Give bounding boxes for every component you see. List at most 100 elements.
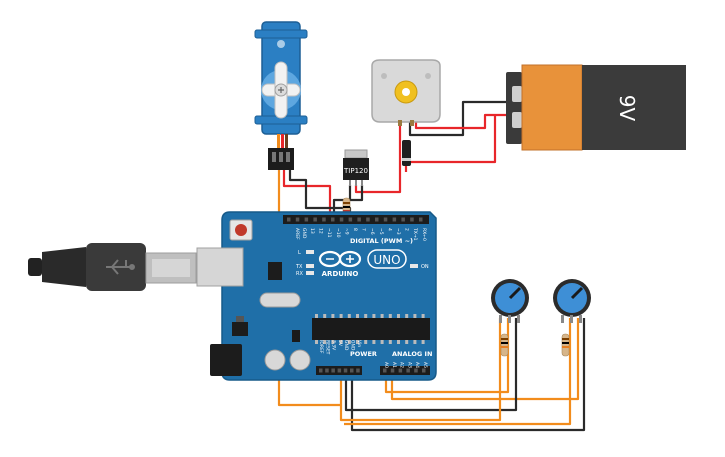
header-pin[interactable] xyxy=(383,368,387,373)
pin-label: 4 xyxy=(386,228,392,231)
pin-label: 3.3V xyxy=(331,340,337,351)
usb-cable[interactable] xyxy=(28,243,197,291)
capacitor-2 xyxy=(289,349,311,371)
header-pin[interactable] xyxy=(322,217,326,222)
header-pin[interactable] xyxy=(343,368,348,373)
header-pin[interactable] xyxy=(339,217,344,222)
on-led-label: ON xyxy=(421,264,429,270)
onboard-leds: L TX RX ON xyxy=(295,250,429,277)
header-pin[interactable] xyxy=(295,217,300,222)
resistor-pot2[interactable] xyxy=(561,333,570,357)
wire-pot1-gnd[interactable] xyxy=(344,318,518,412)
transistor-tip120[interactable]: TIP120 xyxy=(343,149,369,186)
header-pin[interactable] xyxy=(331,217,335,222)
header-pin[interactable] xyxy=(319,368,323,373)
wire-pot2-wiper[interactable] xyxy=(390,318,580,401)
pin-label: A4 xyxy=(414,362,420,368)
usb-icon xyxy=(106,259,135,275)
pin-label: 13 xyxy=(309,228,315,234)
header-pin[interactable] xyxy=(356,368,360,373)
potentiometer-1[interactable] xyxy=(491,279,529,323)
pin-label: GND xyxy=(343,340,349,351)
wire-tip120-collector[interactable] xyxy=(354,122,402,194)
header-pin[interactable] xyxy=(304,217,309,222)
analog-header-label: ANALOG IN xyxy=(392,350,432,358)
wires xyxy=(277,100,586,432)
brand-label: ARDUINO xyxy=(322,270,359,278)
pin-label: A0 xyxy=(383,362,389,368)
pin-label: IOREF xyxy=(318,340,324,354)
pin-label: ~6 xyxy=(369,228,375,235)
pin-label: 7 xyxy=(361,228,367,231)
resistor-pot1[interactable] xyxy=(500,333,509,357)
model-label: UNO xyxy=(373,253,400,267)
header-pin[interactable] xyxy=(337,368,342,373)
header-pin[interactable] xyxy=(325,368,329,373)
header-pin[interactable] xyxy=(287,217,291,222)
reset-button[interactable] xyxy=(235,224,247,236)
header-pin[interactable] xyxy=(410,217,414,222)
servo-horn[interactable] xyxy=(261,61,301,119)
wire-servo-gnd[interactable] xyxy=(288,170,352,218)
pin-label: ~5 xyxy=(378,228,384,235)
pin-label: ~10 xyxy=(335,228,341,238)
wire-pot2-vcc[interactable] xyxy=(344,318,572,426)
header-pin[interactable] xyxy=(331,368,335,373)
header-pin[interactable] xyxy=(357,217,361,222)
header-pin[interactable] xyxy=(350,368,354,373)
pin-label: A3 xyxy=(406,362,412,368)
wire-pot2-gnd[interactable] xyxy=(350,318,586,432)
transistor-label: TIP120 xyxy=(343,167,368,175)
pin-label: RX←0 xyxy=(421,228,427,241)
header-pin[interactable] xyxy=(419,217,423,222)
pin-label: Vin xyxy=(356,340,362,347)
header-pin[interactable] xyxy=(313,217,317,222)
header-pin[interactable] xyxy=(401,217,405,222)
wire-pot1-vcc[interactable] xyxy=(339,318,502,422)
power-jack[interactable] xyxy=(210,344,242,376)
digital-header-label: DIGITAL (PWM ~) xyxy=(350,237,413,245)
pin-label: ~11 xyxy=(326,228,332,238)
header-pin[interactable] xyxy=(383,217,388,222)
header-pin[interactable] xyxy=(392,217,397,222)
pin-label: 12 xyxy=(318,228,324,234)
pin-label: 5V xyxy=(337,340,343,347)
aref-label: AREF xyxy=(294,228,300,240)
led-tx-label: TX xyxy=(295,264,303,270)
header-pin[interactable] xyxy=(422,368,426,373)
led-l-label: L xyxy=(298,250,301,256)
motor-gear-icon xyxy=(394,80,418,104)
power-header-label: POWER xyxy=(350,350,377,358)
header-pin[interactable] xyxy=(375,217,379,222)
header-pin[interactable] xyxy=(348,217,353,222)
diode[interactable] xyxy=(402,140,411,166)
pin-label: ~9 xyxy=(343,228,349,235)
pin-label: 8 xyxy=(352,228,358,231)
dc-motor[interactable] xyxy=(371,59,441,126)
pin-label: 2 xyxy=(404,228,410,231)
pin-label: A2 xyxy=(399,362,405,368)
potentiometer-2[interactable] xyxy=(553,279,591,323)
battery-9v[interactable]: 9V xyxy=(506,64,686,151)
board-usb-port xyxy=(196,247,244,287)
pin-label: TX→1 xyxy=(412,227,418,241)
header-pin[interactable] xyxy=(398,368,403,373)
crystal-oscillator xyxy=(259,292,301,308)
led-rx-label: RX xyxy=(296,271,303,277)
header-pin[interactable] xyxy=(406,368,410,373)
wire-battery-return[interactable] xyxy=(404,115,497,172)
header-pin[interactable] xyxy=(414,368,418,373)
wire-motor-battery-neg[interactable] xyxy=(408,100,512,137)
pin-label: RESET xyxy=(324,340,330,355)
analog-header xyxy=(380,366,430,375)
pin-label: A5 xyxy=(422,362,428,368)
header-pin[interactable] xyxy=(366,217,370,222)
pin-label: ~3 xyxy=(395,228,401,235)
header-pin[interactable] xyxy=(390,368,395,373)
pin-label: A1 xyxy=(391,362,397,368)
servo-motor[interactable] xyxy=(254,21,308,170)
